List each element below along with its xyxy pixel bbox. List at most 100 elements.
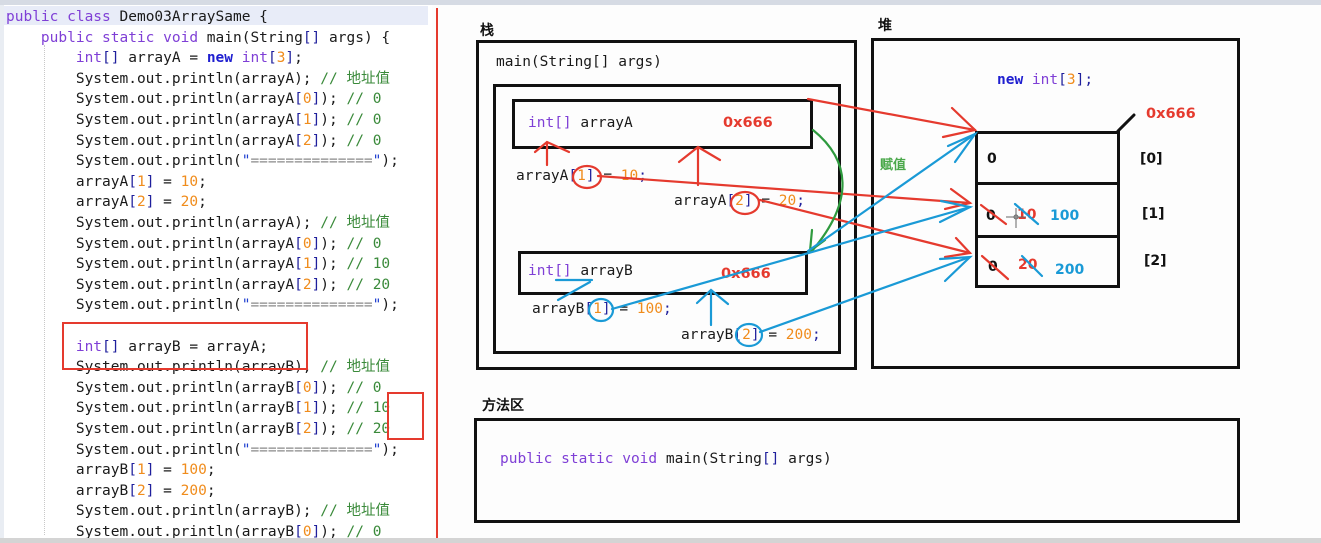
code-token: // 0 <box>346 524 382 540</box>
code-token: ); <box>320 400 347 417</box>
code-token: ] <box>145 194 155 211</box>
code-token: arrayB <box>6 482 129 499</box>
bottom-window-bar <box>0 538 1321 543</box>
top-window-bar <box>0 0 1321 5</box>
code-token: // 10 <box>346 400 391 417</box>
code-line[interactable]: int[] arrayB = arrayA; <box>6 337 268 357</box>
code-token: // 20 <box>346 276 391 293</box>
method-area <box>474 418 1240 523</box>
code-token: 0 <box>302 235 312 252</box>
code-token: [ <box>294 256 303 273</box>
code-token: // 地址值 <box>320 359 390 376</box>
code-token: int <box>75 338 103 355</box>
assign-index: 1 <box>577 168 586 184</box>
code-token: ] <box>311 112 321 128</box>
code-token: 1 <box>136 462 146 479</box>
code-token: System.out.println(arrayB <box>6 421 295 437</box>
code-token: " <box>241 297 251 314</box>
code-line[interactable]: System.out.println("=============="); <box>6 295 399 315</box>
code-token: System.out.println(arrayB); <box>6 503 321 520</box>
code-line[interactable]: System.out.println(arrayB[2]); // 20 <box>6 419 390 439</box>
code-token: ] <box>311 256 321 273</box>
code-token: System.out.println( <box>6 153 242 170</box>
code-token: System.out.println(arrayB); <box>6 359 321 376</box>
cell-0-value: 0 <box>987 151 997 167</box>
code-token: System.out.println(arrayA <box>6 276 295 293</box>
code-token: [ <box>294 112 303 128</box>
code-line[interactable]: System.out.println(arrayA[1]); // 0 <box>6 110 382 130</box>
code-line[interactable]: arrayB[2] = 200; <box>6 481 216 501</box>
code-token: = <box>154 462 181 479</box>
code-token: 0 <box>302 91 312 108</box>
cell-1-new-value: 100 <box>1050 208 1080 224</box>
code-token: int <box>241 50 268 67</box>
method-name: main(String <box>665 451 762 467</box>
code-line[interactable]: System.out.println(arrayA); // 地址值 <box>6 213 390 233</box>
code-token: main(String <box>206 29 303 46</box>
assign-name: arrayB <box>681 327 734 343</box>
code-line[interactable]: System.out.println(arrayB[0]); // 0 <box>6 378 382 398</box>
method-area-signature: public static void main(String[] args) <box>500 451 832 467</box>
code-line[interactable]: System.out.println("=============="); <box>6 440 399 460</box>
highlight-box-results <box>387 392 424 440</box>
code-line[interactable]: public class Demo03ArraySame { <box>6 7 268 27</box>
arrayA-address: 0x666 <box>723 115 773 131</box>
code-token: ); <box>320 235 347 252</box>
arrayA-declaration: int[] arrayA <box>528 115 633 131</box>
code-line[interactable]: System.out.println(arrayB[1]); // 10 <box>6 398 390 418</box>
code-token: [] <box>102 338 120 355</box>
code-line[interactable]: System.out.println(arrayB); // 地址值 <box>6 357 390 377</box>
code-line[interactable]: System.out.println(arrayA[2]); // 20 <box>6 275 390 295</box>
code-token: 2 <box>136 194 146 211</box>
code-line[interactable]: System.out.println(arrayA[0]); // 0 <box>6 89 382 109</box>
assign-index: 2 <box>735 193 744 209</box>
code-line[interactable]: System.out.println("=============="); <box>6 151 399 171</box>
assign-index: 2 <box>742 327 751 343</box>
indent-guide <box>44 45 45 535</box>
code-token: System.out.println(arrayA); <box>6 215 321 231</box>
code-line[interactable]: System.out.println(arrayA[2]); // 0 <box>6 131 382 151</box>
code-token: ] <box>311 235 321 252</box>
assign-arrayB-2: arrayB[2] = 200; <box>681 327 821 343</box>
code-line[interactable]: System.out.println(arrayB); // 地址值 <box>6 501 390 521</box>
code-line[interactable]: arrayB[1] = 100; <box>6 460 216 480</box>
code-token: // 10 <box>346 256 391 273</box>
code-line[interactable]: System.out.println(arrayB[0]); // 0 <box>6 522 382 542</box>
code-token: arrayB = arrayA; <box>119 338 268 355</box>
code-token: " <box>372 153 382 170</box>
cell-2-index: [2] <box>1144 253 1167 269</box>
code-editor[interactable] <box>0 5 432 538</box>
code-token: 1 <box>302 112 312 128</box>
code-token: 2 <box>302 276 312 293</box>
cell-1-old-value: 0 <box>986 208 996 224</box>
code-line[interactable]: public static void main(String[] args) { <box>6 28 390 48</box>
code-line[interactable]: System.out.println(arrayA[1]); // 10 <box>6 254 390 274</box>
code-token: [ <box>294 421 303 437</box>
code-token: System.out.println(arrayA <box>6 91 295 108</box>
code-line[interactable]: int[] arrayA = new int[3]; <box>6 48 303 68</box>
code-token: [ <box>128 173 137 190</box>
code-token: [ <box>294 91 303 108</box>
current-line-highlight <box>4 6 428 25</box>
code-line[interactable]: arrayA[2] = 20; <box>6 192 207 212</box>
arrayA-name: arrayA <box>571 115 633 131</box>
code-token: System.out.println(arrayB <box>6 400 295 417</box>
code-token: ); <box>381 153 399 170</box>
code-line[interactable]: System.out.println(arrayA[0]); // 0 <box>6 234 382 254</box>
code-line[interactable]: arrayA[1] = 10; <box>6 172 207 192</box>
code-token: " <box>372 441 382 458</box>
assign-value: 10 <box>620 168 639 184</box>
cell-1-index: [1] <box>1142 206 1165 222</box>
red-divider-line <box>436 8 438 538</box>
code-token: 2 <box>136 482 146 499</box>
code-token: [ <box>267 50 277 67</box>
code-token: = <box>154 482 181 499</box>
code-token: ); <box>320 524 347 540</box>
highlight-box-arrayB-decl <box>62 322 308 370</box>
arrayB-name: arrayB <box>571 263 633 279</box>
assign-arrayB-1: arrayB[1] = 100; <box>532 301 672 317</box>
code-token: ; <box>198 173 207 190</box>
assign-name: arrayB <box>532 301 585 317</box>
code-token: args) { <box>320 29 391 46</box>
code-line[interactable]: System.out.println(arrayA); // 地址值 <box>6 69 390 89</box>
